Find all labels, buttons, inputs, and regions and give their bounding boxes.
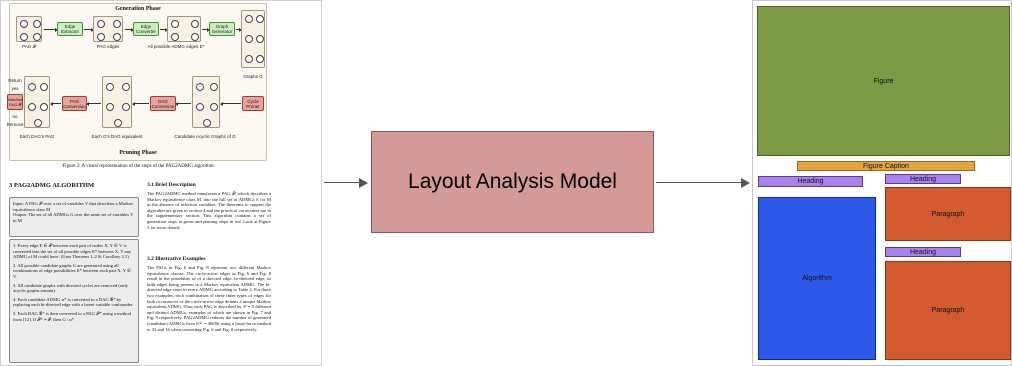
heading-region: Heading: [885, 174, 961, 184]
flow-arrow: [44, 27, 58, 32]
flow-arrow: [84, 27, 94, 32]
graphs-g-label: Graphs G: [243, 74, 263, 79]
no-label: no: [12, 114, 18, 119]
algorithm-step: 3. All candidate graphs with directed cy…: [13, 282, 129, 294]
flow-arrow: [160, 27, 168, 32]
algorithm-region: Algorithm: [758, 197, 876, 360]
admg-edges-tile: [167, 16, 201, 42]
figure-region: Figure: [757, 6, 1010, 156]
algorithm-step: 1. Every edge E ∈ 𝒫 between each pair of…: [13, 243, 132, 260]
flow-arrow: [220, 101, 241, 106]
pag-conversion-box: PAG Conversion: [62, 96, 87, 111]
dag-conversion-box: DAG Conversion: [150, 96, 176, 111]
flow-arrow: [175, 101, 191, 106]
pag-edges-tile: [93, 16, 123, 42]
algorithm-steps-box: 1. Every edge E ∈ 𝒫 between each pair of…: [9, 239, 139, 363]
remove-label: Remove: [6, 122, 24, 127]
admg-edges-label: All possible ADMG edges E*: [147, 44, 205, 49]
input-arrow: [324, 177, 368, 188]
pag-p-label: PAG 𝒫: [22, 44, 36, 49]
layout-output-page: Figure Figure Caption Heading Heading Pa…: [752, 0, 1012, 366]
algorithm-input: Input: A PAG 𝒫 over a set of variables V…: [13, 201, 134, 212]
flow-arrow: [202, 27, 210, 32]
pag-graph-tile: [16, 16, 42, 42]
algorithm-step: 2. All possible candidate graphs G are g…: [13, 262, 132, 279]
algorithm-output: Output: The set of all ADMGs G over the …: [13, 212, 134, 223]
edge-extractor-box: Edge Extractor: [57, 22, 83, 36]
candidate-acyclic-label: Candidate Acyclic Graphs of G: [174, 134, 236, 139]
pag-edges-label: PAG edges: [96, 44, 120, 49]
brief-description-paragraph: The PAG2ADMG method transforms a PAG 𝒫, …: [147, 191, 271, 230]
flow-arrow: [86, 101, 101, 106]
flow-arrow: [50, 101, 61, 106]
algorithm-figure: Generation Phase PAG 𝒫 Edge Extractor PA…: [6, 3, 267, 161]
graphs-g-stack: [241, 10, 265, 68]
figure-caption: Figure 3: A visual representation of the…: [62, 164, 214, 169]
edge-converter-box: Edge Converter: [133, 22, 159, 36]
heading-region: Heading: [758, 176, 863, 187]
graph-generator-box: Graph Generator: [209, 22, 235, 36]
output-arrow: [656, 177, 750, 188]
examples-paragraph: The PAGs in Fig. 6 and Fig. 8 represent …: [147, 265, 271, 332]
pruning-phase-title: Pruning Phase: [119, 150, 157, 156]
paragraph-region: Paragraph: [885, 261, 1011, 360]
yes-label: yes: [11, 86, 19, 91]
dag-equivalent-label: Each G's DAG equivalent: [91, 134, 143, 139]
subsection-heading-examples: 3.2 Illustrative Examples: [147, 256, 206, 262]
flow-arrow: [132, 101, 149, 106]
return-label: Return: [8, 78, 22, 83]
subsection-heading-brief: 3.1 Brief Description: [147, 182, 196, 188]
flow-arrow: [236, 27, 242, 32]
matches-pag-box: Matches PAG 𝒫: [7, 94, 23, 110]
candidate-acyclic-stack: [192, 76, 220, 128]
algorithm-step: 5. Each DAG 𝒢* is then converted to a PA…: [13, 310, 131, 322]
dag-equivalent-stack: [102, 76, 132, 128]
dag-pag-label: Each DAG's PAG: [19, 134, 55, 139]
generation-phase-title: Generation Phase: [115, 6, 161, 12]
cycle-pruner-box: Cycle Pruner: [242, 96, 264, 111]
dag-pag-stack: [24, 76, 50, 128]
layout-analysis-model-box: Layout Analysis Model: [371, 131, 654, 233]
paragraph-region: Paragraph: [885, 187, 1011, 241]
model-label: Layout Analysis Model: [408, 170, 617, 193]
algorithm-step: 4. Each candidate ADMG α* is converted t…: [13, 296, 134, 308]
heading-region: Heading: [885, 247, 961, 257]
section-heading: 3 PAG2ADMG ALGORITHM: [9, 182, 95, 189]
algorithm-io-box: Input: A PAG 𝒫 over a set of variables V…: [9, 197, 139, 237]
flow-arrow: [125, 27, 134, 32]
document-page: Generation Phase PAG 𝒫 Edge Extractor PA…: [0, 0, 322, 366]
figure-caption-region: Figure Caption: [797, 161, 975, 171]
